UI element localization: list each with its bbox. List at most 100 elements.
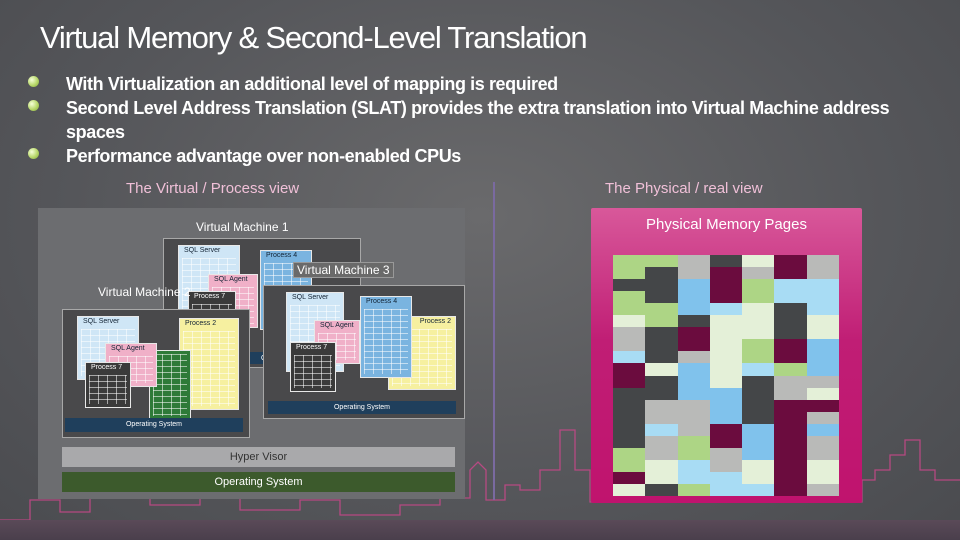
memory-page xyxy=(613,351,646,364)
vm2-os-bar: Operating System xyxy=(65,418,243,432)
memory-page xyxy=(710,267,743,304)
memory-page xyxy=(613,448,646,473)
bullet-item: Second Level Address Translation (SLAT) … xyxy=(28,96,908,144)
memory-page xyxy=(807,484,840,497)
memory-page xyxy=(807,376,840,389)
memory-page xyxy=(742,279,775,304)
memory-page xyxy=(742,267,775,280)
process4-window: Process 4 xyxy=(360,296,412,378)
memory-page xyxy=(774,303,807,340)
memory-page xyxy=(613,472,646,485)
memory-page xyxy=(742,460,775,485)
virtual-machine-3: Process 2 SQL Server Process 4 SQL Agent… xyxy=(263,285,465,419)
memory-page xyxy=(710,448,743,461)
host-os-bar: Operating System xyxy=(62,472,455,492)
memory-page xyxy=(645,400,678,425)
vm1-label: Virtual Machine 1 xyxy=(196,220,289,234)
memory-page xyxy=(710,424,743,449)
memory-page xyxy=(710,472,743,497)
memory-page xyxy=(742,412,775,425)
bullet-text: Performance advantage over non-enabled C… xyxy=(66,146,461,166)
memory-page xyxy=(645,363,678,376)
memory-page xyxy=(678,351,711,364)
bullet-list: With Virtualization an additional level … xyxy=(28,72,908,168)
window-title: SQL Agent xyxy=(209,275,257,284)
memory-page xyxy=(807,291,840,316)
process7-window: Process 7 xyxy=(85,362,131,408)
memory-page xyxy=(613,315,646,328)
memory-page xyxy=(613,255,646,280)
window-title: Process 4 xyxy=(361,297,411,306)
window-title: Process 7 xyxy=(86,363,130,372)
memory-page xyxy=(742,376,775,413)
memory-page xyxy=(678,400,711,437)
memory-page xyxy=(710,460,743,473)
memory-page xyxy=(774,436,807,449)
memory-page xyxy=(774,363,807,376)
memory-page xyxy=(742,424,775,461)
memory-page xyxy=(645,376,678,401)
memory-page xyxy=(645,267,678,304)
memory-page xyxy=(613,388,646,413)
memory-page xyxy=(774,339,807,364)
window-title: Process 7 xyxy=(291,343,335,352)
memory-page xyxy=(613,327,646,352)
memory-page xyxy=(774,400,807,437)
memory-page xyxy=(742,339,775,364)
memory-page xyxy=(807,388,840,401)
memory-page xyxy=(645,484,678,497)
memory-page xyxy=(678,279,711,316)
memory-page xyxy=(678,460,711,485)
bullet-text: With Virtualization an additional level … xyxy=(66,74,558,94)
window-title: SQL Agent xyxy=(315,321,359,330)
memory-page xyxy=(645,424,678,437)
memory-page xyxy=(710,255,743,268)
memory-page xyxy=(742,484,775,497)
memory-page xyxy=(807,339,840,376)
memory-page xyxy=(774,255,807,268)
memory-page xyxy=(774,472,807,497)
bullet-text: Second Level Address Translation (SLAT) … xyxy=(66,98,889,142)
memory-page xyxy=(807,255,840,280)
memory-page xyxy=(742,255,775,268)
virtual-view-heading: The Virtual / Process view xyxy=(126,180,299,197)
memory-page xyxy=(613,279,646,292)
window-title: SQL Server xyxy=(78,317,138,326)
memory-page xyxy=(807,400,840,413)
window-title: Process 4 xyxy=(261,251,311,260)
bullet-item: With Virtualization an additional level … xyxy=(28,72,908,96)
window-title: SQL Server xyxy=(179,246,239,255)
memory-page xyxy=(645,303,678,328)
memory-page xyxy=(774,376,807,389)
memory-page xyxy=(710,303,743,316)
window-title: SQL Server xyxy=(287,293,343,302)
memory-page xyxy=(613,484,646,497)
bullet-dot-icon xyxy=(28,148,39,159)
memory-page xyxy=(613,412,646,449)
memory-page xyxy=(807,412,840,425)
memory-page xyxy=(774,279,807,304)
memory-page xyxy=(774,388,807,401)
memory-page xyxy=(645,255,678,268)
bullet-item: Performance advantage over non-enabled C… xyxy=(28,144,908,168)
memory-page xyxy=(807,424,840,437)
footer-band xyxy=(0,520,960,540)
window-title: SQL Agent xyxy=(106,344,156,353)
memory-page xyxy=(678,327,711,352)
memory-page xyxy=(645,472,678,485)
physical-view-heading: The Physical / real view xyxy=(605,180,763,197)
memory-page xyxy=(645,460,678,473)
slide-title: Virtual Memory & Second-Level Translatio… xyxy=(40,20,586,56)
memory-page xyxy=(742,303,775,316)
memory-page xyxy=(645,436,678,461)
memory-page xyxy=(678,484,711,497)
memory-page xyxy=(678,436,711,461)
memory-page xyxy=(645,327,678,364)
bullet-dot-icon xyxy=(28,76,39,87)
window-title: Process 2 xyxy=(180,319,238,328)
memory-page xyxy=(774,267,807,280)
memory-pages-grid xyxy=(613,255,839,496)
bullet-dot-icon xyxy=(28,100,39,111)
process7-window: Process 7 xyxy=(290,342,336,392)
memory-page xyxy=(678,255,711,280)
